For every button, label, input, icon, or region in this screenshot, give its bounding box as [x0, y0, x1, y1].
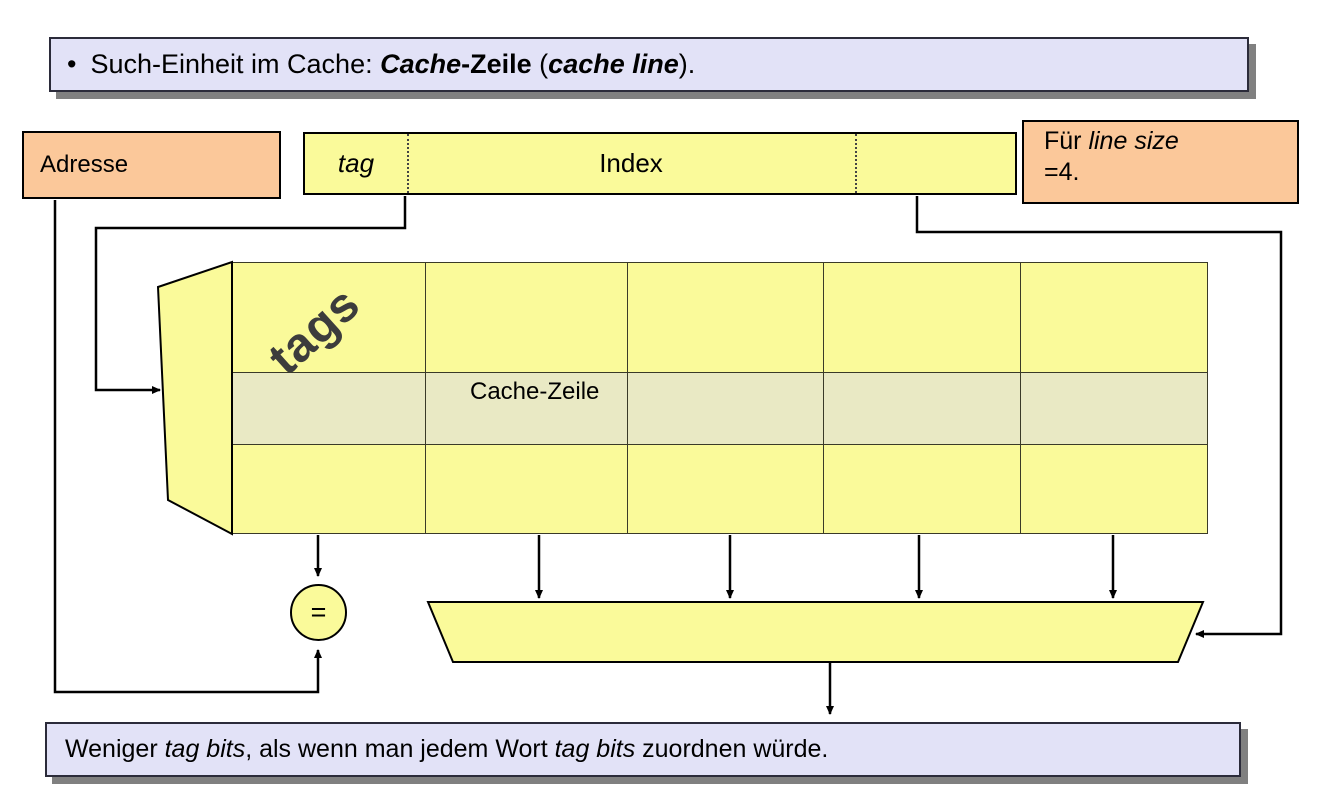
- cache-cell-highlighted: [627, 372, 824, 445]
- address-box-label: Adresse: [40, 151, 129, 178]
- multiplexer-shape: [426, 601, 1205, 663]
- line-size-note-box: Für line size =4.: [1022, 120, 1299, 204]
- cache-cell: [823, 262, 1021, 373]
- cache-cell-highlighted: [823, 372, 1021, 445]
- cache-cell: [627, 262, 824, 373]
- tags-decoder-shape: [156, 260, 233, 536]
- bullet-icon: •: [67, 49, 77, 79]
- cache-cell: [425, 262, 628, 373]
- address-bar-divider-1: [407, 134, 409, 193]
- cache-cell: [1020, 262, 1208, 373]
- cache-cell: [232, 444, 426, 534]
- comparator-label: =: [310, 597, 327, 627]
- address-box: Adresse: [22, 131, 281, 199]
- address-field-bar: tag Index: [303, 132, 1017, 195]
- cache-cell: [1020, 444, 1208, 534]
- line-size-note-line1: Für line size: [1044, 127, 1179, 155]
- bottom-banner-text: Weniger tag bits, als wenn man jedem Wor…: [65, 735, 829, 763]
- address-bar-divider-2: [855, 134, 857, 193]
- cache-cell: [627, 444, 824, 534]
- cache-cell-highlighted: [232, 372, 426, 445]
- top-banner-text: Such-Einheit im Cache: Cache-Zeile (cach…: [90, 49, 696, 79]
- cache-cell: [823, 444, 1021, 534]
- cache-cell: [425, 444, 628, 534]
- cache-array: [232, 262, 1208, 534]
- address-field-tag: tag: [337, 148, 375, 178]
- cache-line-label: Cache-Zeile: [470, 378, 600, 405]
- cache-cell-highlighted: [425, 372, 628, 445]
- line-size-note-line2: =4.: [1044, 157, 1080, 186]
- cache-cell-highlighted: [1020, 372, 1208, 445]
- address-field-index: Index: [599, 148, 663, 178]
- top-banner: • Such-Einheit im Cache: Cache-Zeile (ca…: [49, 37, 1249, 92]
- address-field-offset: [855, 134, 1019, 193]
- comparator-equals: =: [290, 584, 347, 641]
- bottom-banner: Weniger tag bits, als wenn man jedem Wor…: [45, 722, 1241, 777]
